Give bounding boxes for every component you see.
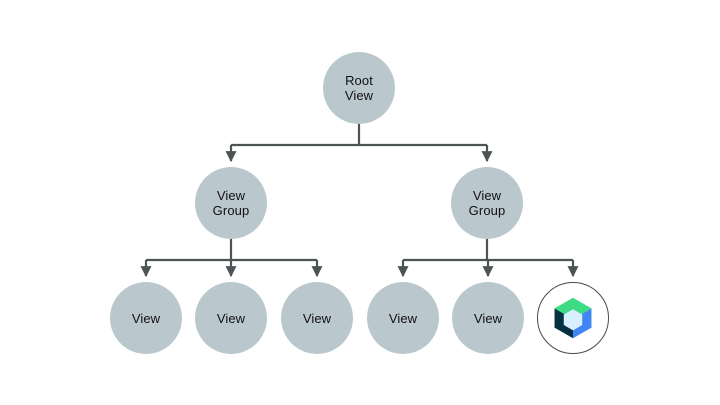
- node-view-4-label: View: [388, 310, 418, 326]
- node-compose[interactable]: [537, 282, 609, 354]
- node-view-group-left-label: View Group: [212, 188, 250, 218]
- node-view-2-label: View: [216, 310, 246, 326]
- node-view-5-label: View: [473, 310, 503, 326]
- node-view-group-left[interactable]: View Group: [195, 167, 267, 239]
- node-view-group-right-label: View Group: [468, 188, 506, 218]
- node-view-1[interactable]: View: [110, 282, 182, 354]
- jetpack-compose-logo-icon: [554, 297, 592, 339]
- compose-inner-hexagon: [563, 309, 583, 331]
- node-view-1-label: View: [131, 310, 161, 326]
- compose-top-face: [554, 297, 592, 319]
- node-view-5[interactable]: View: [452, 282, 524, 354]
- node-view-group-right[interactable]: View Group: [451, 167, 523, 239]
- node-root-view-label: Root View: [344, 73, 374, 103]
- node-view-3-label: View: [302, 310, 332, 326]
- node-view-2[interactable]: View: [195, 282, 267, 354]
- node-view-3[interactable]: View: [281, 282, 353, 354]
- node-root-view[interactable]: Root View: [323, 52, 395, 124]
- node-view-4[interactable]: View: [367, 282, 439, 354]
